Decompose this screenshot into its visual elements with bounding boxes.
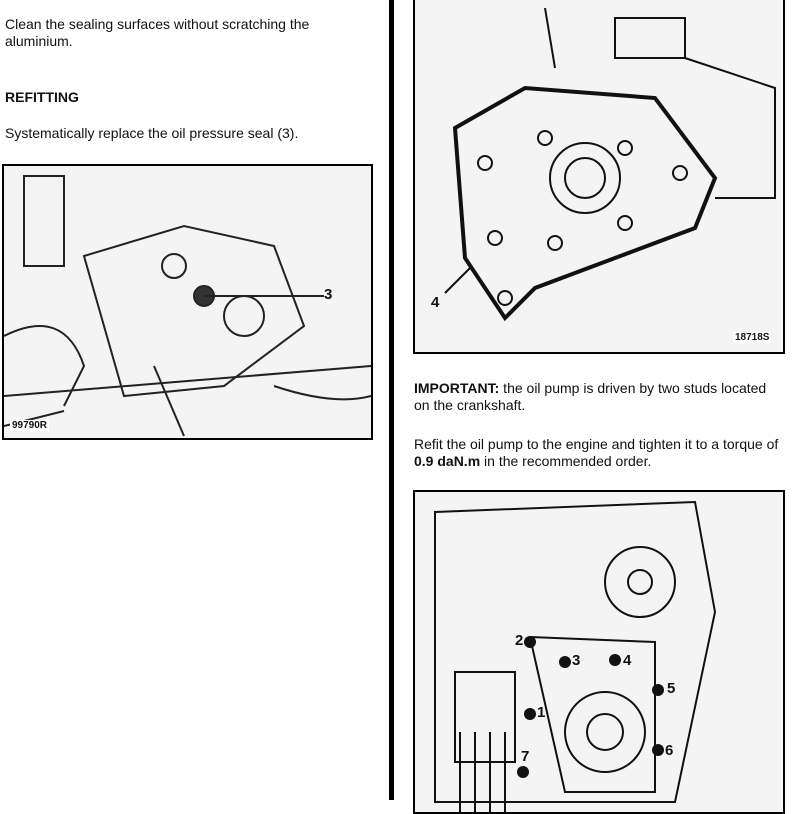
seal-instruction: Systematically replace the oil pressure …: [5, 125, 299, 141]
figure-reference: 99790R: [10, 420, 50, 431]
figure-tightening-order: 1 2 3 4 5 6 7: [413, 490, 785, 814]
column-divider: [389, 0, 394, 800]
important-label: IMPORTANT:: [414, 380, 500, 396]
callout-3: 3: [324, 286, 333, 303]
callout-4: 4: [431, 294, 440, 311]
figure-oil-pump-seal: 4 18718S: [413, 0, 785, 354]
oil-pump-illustration: [444, 7, 776, 322]
callout-2: 2: [515, 632, 524, 649]
torque-value: 0.9 daN.m: [414, 453, 481, 469]
callout-7: 7: [521, 748, 530, 765]
important-note: IMPORTANT: the oil pump is driven by two…: [414, 380, 784, 414]
figure-reference: 18718S: [733, 332, 772, 343]
engine-front-illustration: [434, 500, 717, 812]
cleaning-instruction: Clean the sealing surfaces without scrat…: [5, 16, 310, 49]
refit-instruction: Refit the oil pump to the engine and tig…: [414, 436, 784, 470]
callout-6: 6: [665, 742, 674, 759]
callout-3: 3: [572, 652, 581, 669]
refit-text-end: in the recommended order.: [480, 453, 652, 469]
callout-5: 5: [667, 680, 676, 697]
engine-illustration: [4, 175, 371, 437]
refit-text: Refit the oil pump to the engine and tig…: [414, 436, 779, 452]
callout-1: 1: [537, 704, 546, 721]
figure-oil-pressure-seal: 3 99790R: [2, 164, 373, 440]
important-text: the oil pump is driven by two studs loca…: [414, 380, 767, 413]
section-heading-refitting: REFITTING: [5, 89, 79, 105]
callout-4: 4: [623, 652, 632, 669]
